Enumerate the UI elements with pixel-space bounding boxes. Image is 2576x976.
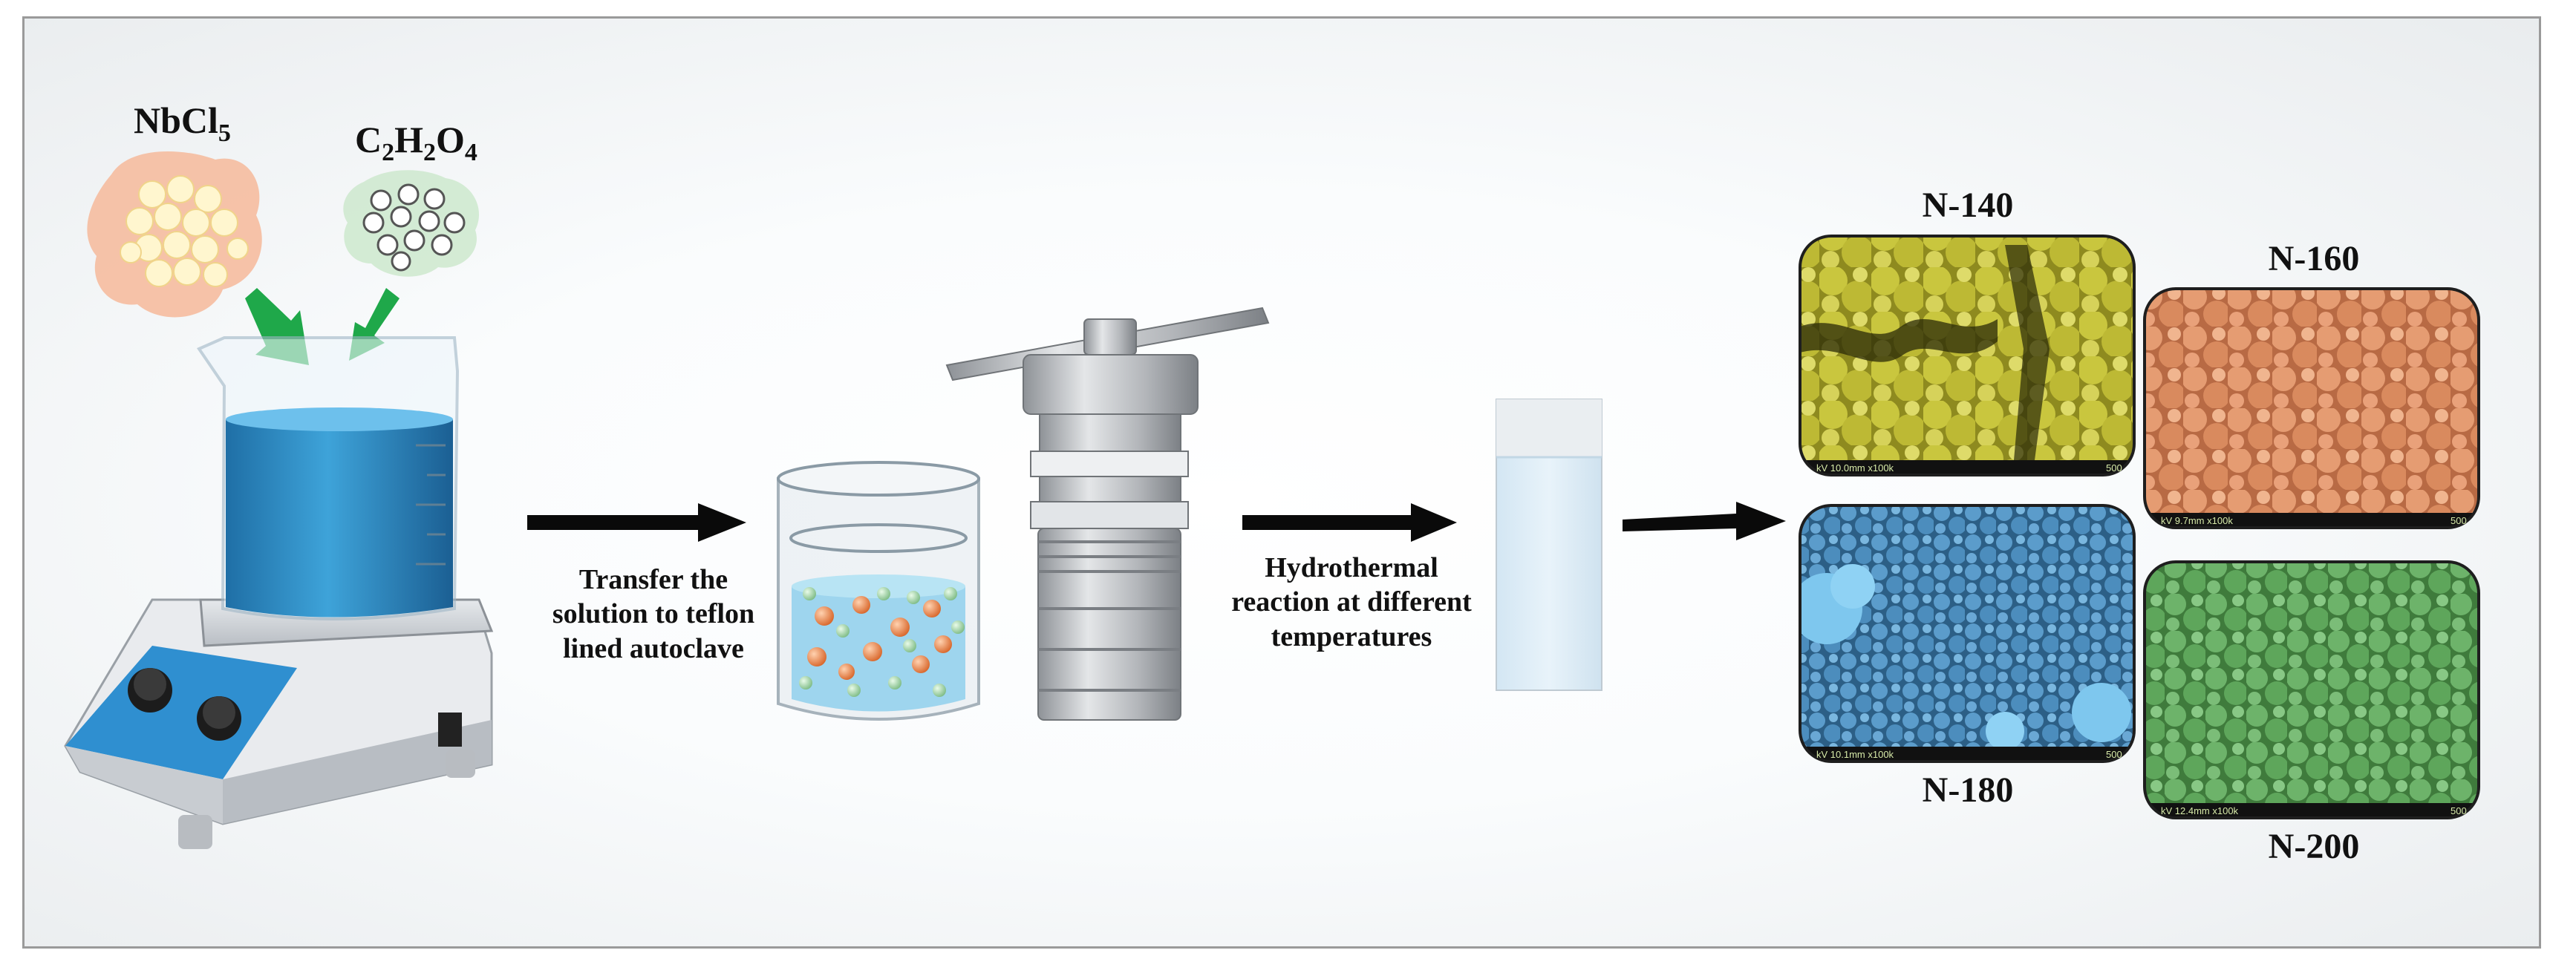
formula-oxygen-count: 4: [464, 139, 477, 166]
teflon-liner-cup: [777, 461, 980, 721]
sem-caption-n160: kV 9.7mm x100k: [2161, 515, 2233, 526]
sem-image-n180: [1799, 504, 2136, 763]
sem-caption-n140: kV 10.0mm x100k: [1816, 462, 1894, 474]
sem-caption-n180: kV 10.1mm x100k: [1816, 749, 1894, 760]
niobium-particles: [807, 596, 952, 680]
nbcl5-subscript: 5: [218, 119, 231, 147]
sample-label-n160: N-160: [2268, 239, 2360, 278]
sample-label-n200: N-200: [2268, 827, 2360, 866]
nbcl5-label: NbCl5: [134, 98, 231, 148]
sem-scale-n140: 500: [2106, 462, 2122, 474]
sem-scale-n180: 500: [2106, 749, 2122, 760]
formula-hydrogen-count: 2: [423, 139, 437, 166]
formula-hydrogen: H: [394, 119, 424, 160]
transfer-step-label: Transfer the solution to teflon lined au…: [535, 563, 772, 666]
formula-oxygen: O: [436, 119, 465, 160]
process-arrow-1: [527, 503, 746, 542]
sem-caption-n200: kV 12.4mm x100k: [2161, 805, 2239, 816]
oxalic-acid-reagent-blob: [343, 170, 480, 277]
sem-image-n200: [2143, 560, 2480, 819]
sem-scale-n200: 500: [2451, 805, 2467, 816]
beaker-with-solution: [196, 336, 460, 620]
magnetic-stirrer-hotplate: [64, 598, 493, 849]
formula-carbon: C: [355, 119, 382, 160]
hydrothermal-line-3: temperatures: [1271, 620, 1432, 652]
product-vial: [1496, 399, 1602, 691]
transfer-line-3: lined autoclave: [563, 632, 744, 664]
sem-image-n140: [1799, 235, 2136, 476]
sample-label-n140: N-140: [1922, 186, 2014, 225]
hydrothermal-line-1: Hydrothermal: [1265, 552, 1438, 583]
transfer-line-2: solution to teflon: [552, 598, 755, 630]
nbcl5-formula: NbCl: [134, 99, 218, 141]
formula-carbon-count: 2: [382, 139, 395, 166]
oxalic-particles: [799, 587, 965, 697]
hydrothermal-step-label: Hydrothermal reaction at different tempe…: [1229, 551, 1474, 654]
sem-image-n160: [2143, 287, 2480, 529]
hydrothermal-line-2: reaction at different: [1231, 586, 1472, 618]
nbcl5-reagent-blob: [87, 151, 262, 318]
sample-label-n180: N-180: [1922, 770, 2014, 810]
transfer-line-1: Transfer the: [578, 564, 728, 595]
oxalic-acid-label: C2H2O4: [355, 117, 477, 168]
stainless-autoclave: [945, 307, 1270, 721]
process-arrow-2: [1242, 503, 1457, 542]
sem-scale-n160: 500: [2451, 515, 2467, 526]
process-arrow-3: [1623, 502, 1786, 540]
